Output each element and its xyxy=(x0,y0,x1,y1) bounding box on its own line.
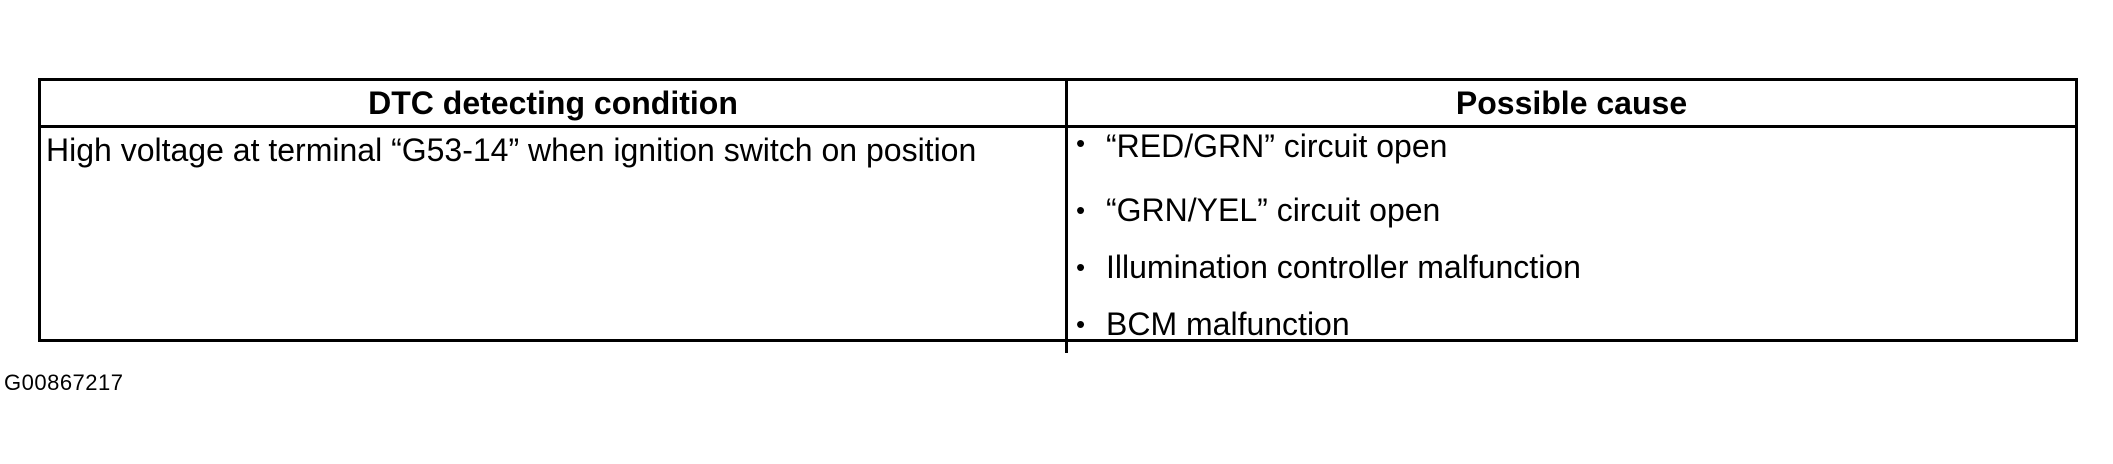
figure-id: G00867217 xyxy=(4,370,124,395)
bullet-icon: • xyxy=(1076,195,1086,225)
cause-item: • “GRN/YEL” circuit open xyxy=(1068,182,2075,239)
bullet-icon: • xyxy=(1076,309,1086,339)
cause-text: “RED/GRN” circuit open xyxy=(1106,128,1448,164)
bullet-icon: • xyxy=(1076,252,1086,282)
cause-item: • BCM malfunction xyxy=(1068,296,2075,353)
cause-cell: • “RED/GRN” circuit open • “GRN/YEL” cir… xyxy=(1068,128,2075,353)
cause-text: “GRN/YEL” circuit open xyxy=(1106,192,1441,228)
header-possible-cause: Possible cause xyxy=(1068,81,2075,128)
condition-cell: High voltage at terminal “G53-14” when i… xyxy=(41,128,1068,353)
cause-list: • “RED/GRN” circuit open • “GRN/YEL” cir… xyxy=(1068,128,2075,353)
header-dtc-detecting-condition: DTC detecting condition xyxy=(41,81,1068,128)
cause-item: • Illumination controller malfunction xyxy=(1068,239,2075,296)
dtc-table: DTC detecting condition Possible cause H… xyxy=(38,78,2078,353)
bullet-icon: • xyxy=(1076,128,1086,158)
cause-text: Illumination controller malfunction xyxy=(1106,249,1581,285)
condition-text: High voltage at terminal “G53-14” when i… xyxy=(46,132,977,168)
cause-item: • “RED/GRN” circuit open xyxy=(1068,128,2075,168)
cause-text: BCM malfunction xyxy=(1106,306,1350,342)
